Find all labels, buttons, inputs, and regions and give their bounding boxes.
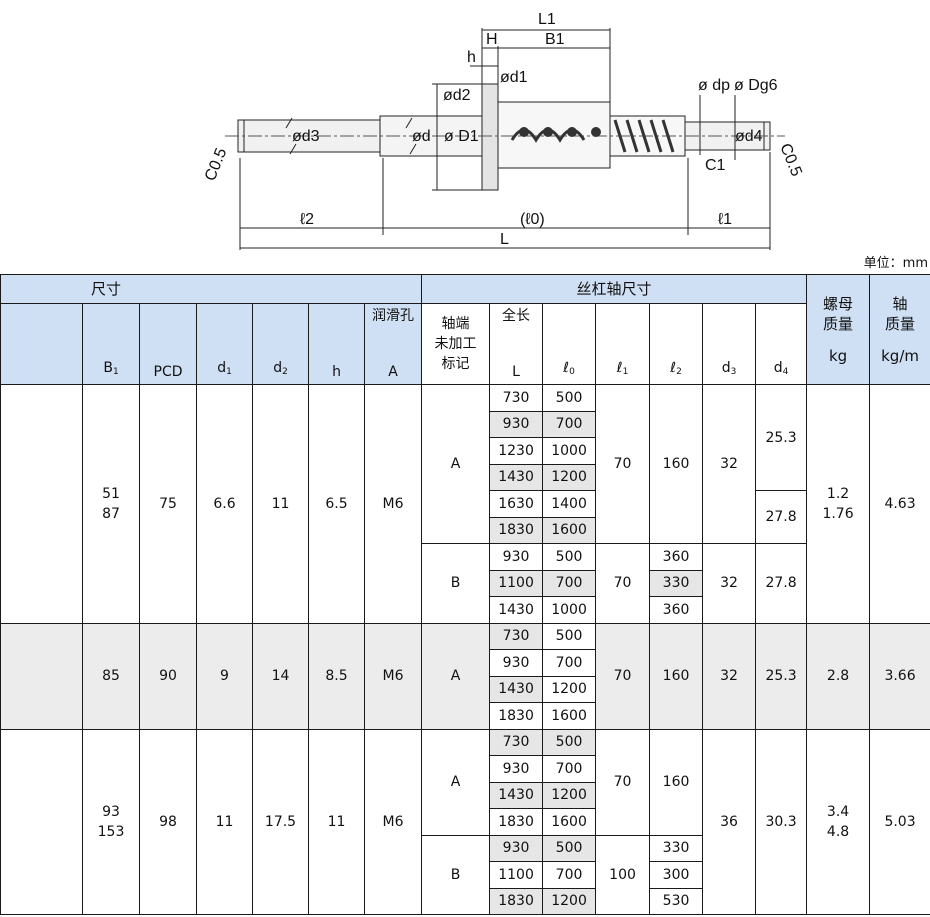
col-PCD: PCD [139, 303, 197, 385]
dim-l0: (ℓ0) [520, 211, 545, 228]
unit-note: 单位：mm [863, 256, 928, 271]
table-row: B 930 500 100 330 [1, 834, 930, 915]
dim-d3: ød3 [292, 128, 320, 145]
col-l2: ℓ2 [649, 303, 704, 385]
dim-L1: L1 [538, 11, 556, 28]
table-row: 1100 700 300 [1, 861, 930, 889]
dim-h: h [467, 49, 476, 66]
dim-B1: B1 [545, 31, 565, 48]
col-d2: d2 [252, 303, 309, 385]
table-row: 1830 1600 [1, 808, 930, 836]
dim-d2: ød2 [443, 87, 471, 104]
col-h: h [308, 303, 365, 385]
dim-d1: ød1 [500, 69, 528, 86]
table-row: 930 700 [1, 649, 930, 677]
dim-C1: C1 [705, 157, 726, 174]
chamfer-left: C0.5 [202, 146, 230, 184]
col-d4: d4 [755, 303, 808, 385]
dim-L: L [500, 231, 509, 248]
col-l1: ℓ1 [595, 303, 651, 385]
table-row: 1430 1200 [1, 781, 930, 809]
group-size-header: 尺寸 [0, 274, 423, 304]
col-l0: ℓ0 [542, 303, 597, 385]
dim-l1: ℓ1 [718, 211, 732, 228]
dim-d: ød [412, 128, 431, 145]
table-row: 1430 1200 [1, 675, 930, 703]
table-row: 1230 1000 [1, 437, 930, 465]
col-B1: B1 [82, 303, 140, 385]
group-shaft-header: 丝杠轴尺寸 [421, 274, 808, 304]
col-endmark: 轴端未加工标记 [421, 303, 491, 385]
col-blank [0, 303, 83, 385]
dim-dp: ø dp [698, 77, 730, 94]
table-row: B 930 500 70 360 32 27.8 [1, 543, 930, 624]
dim-D1: ø D1 [444, 128, 479, 145]
col-d1: d1 [196, 303, 253, 385]
dim-H: H [486, 31, 498, 48]
table-row: 1100 700 330 [1, 569, 930, 597]
table-row: 1430 1000 360 [1, 596, 930, 624]
table-row: 1830 1200 530 [1, 887, 930, 915]
table-row: 1830 1600 [1, 516, 930, 544]
dim-d4: ød4 [735, 128, 763, 145]
table-row: 1830 1600 [1, 702, 930, 730]
dim-Dg6: ø Dg6 [734, 77, 778, 94]
chamfer-right: C0.5 [776, 141, 804, 179]
table-row: 85 90 9 14 8.5 M6 A 730 500 70 160 32 25… [0, 622, 930, 730]
thread-helix-icon [510, 119, 675, 153]
table-row: 930 700 [1, 410, 930, 438]
dim-l2: ℓ2 [300, 211, 314, 228]
table-row: 1630 1400 27.8 [1, 490, 930, 544]
ball-screw-drawing: L1 H B1 h ød1 ød2 ø dp ø Dg6 ød3 ød ø D1… [202, 11, 805, 250]
col-d3: d3 [702, 303, 757, 385]
table-row: 1430 1200 [1, 463, 930, 491]
